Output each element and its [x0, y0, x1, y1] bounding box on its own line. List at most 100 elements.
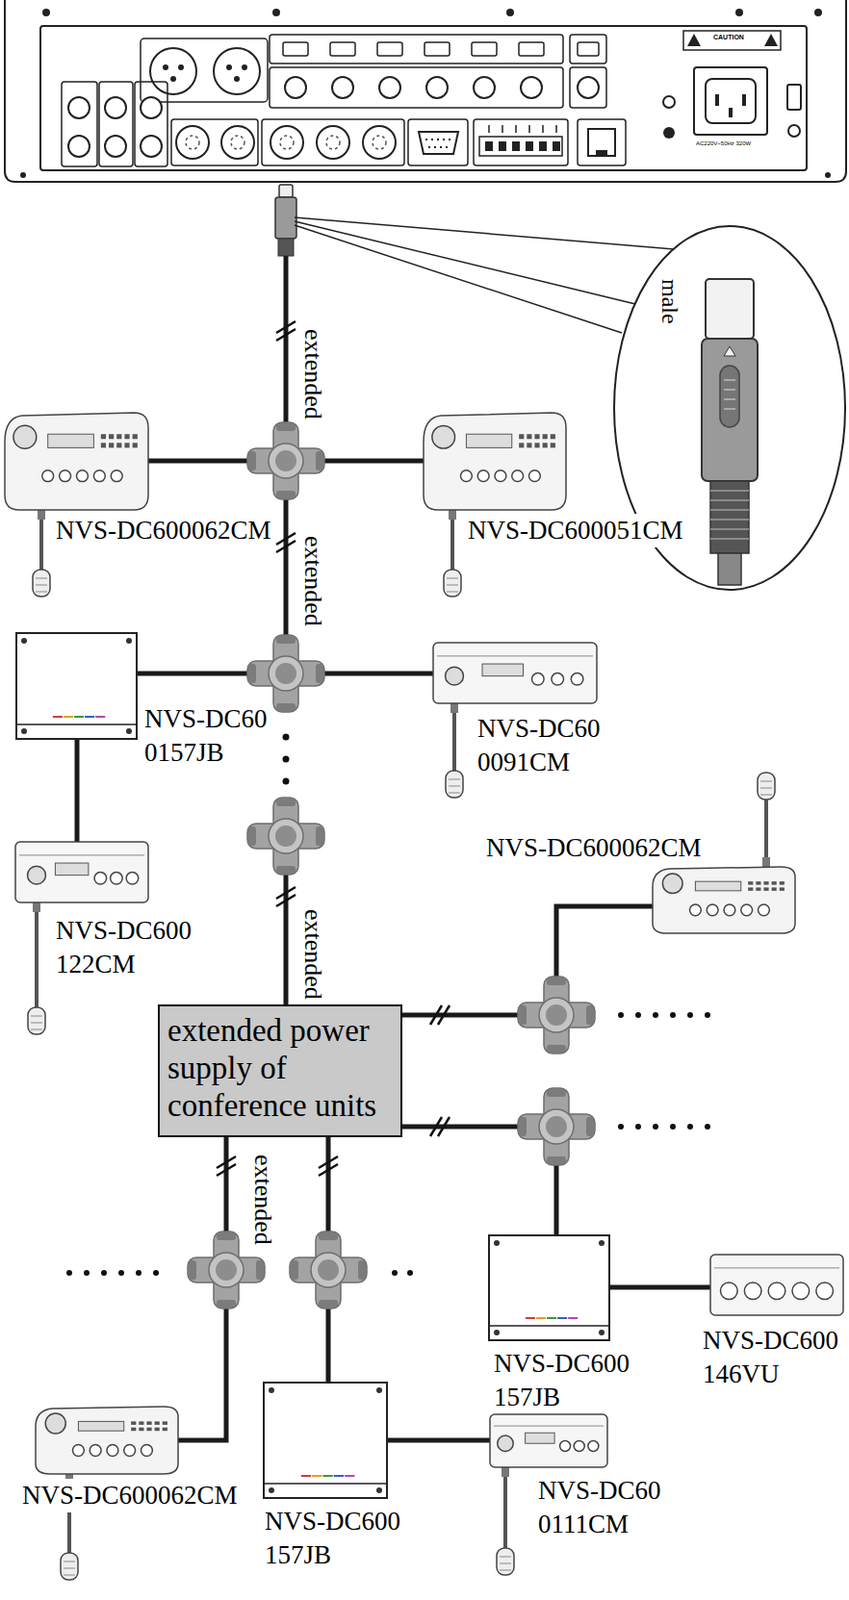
- keypad-key: [154, 1428, 160, 1433]
- aux-group: [569, 67, 607, 108]
- keypad-key: [747, 887, 753, 891]
- screw: [493, 1240, 500, 1247]
- rca-socket: [104, 97, 127, 119]
- cable-break-mark: [318, 1157, 338, 1177]
- dot: [652, 1012, 659, 1019]
- screw: [598, 1240, 605, 1247]
- screw: [376, 1488, 383, 1494]
- unit-button: [723, 904, 736, 917]
- label-patch: NVS-DC60 0157JB: [142, 702, 273, 771]
- indicator-stripe: [52, 716, 63, 719]
- junction-box-illustration: [17, 634, 136, 739]
- terminal-screws: [485, 141, 561, 152]
- unit-top-strip: [714, 1267, 840, 1269]
- cable-label: extended: [300, 536, 326, 627]
- rear-panel: [40, 25, 807, 171]
- unit-body: [15, 842, 149, 903]
- serial-group: [408, 119, 468, 166]
- rca-socket: [104, 135, 127, 157]
- din-pins: [231, 135, 245, 150]
- connector-gender-label: male: [658, 279, 682, 325]
- microphone-grille: [63, 1562, 76, 1576]
- unit-button: [124, 1445, 136, 1458]
- unit-illustration: [15, 842, 149, 903]
- cable-connector: [387, 1439, 490, 1444]
- keypad-key: [162, 1421, 168, 1426]
- label-patch: NVS-DC60 0111CM: [536, 1474, 667, 1543]
- xlr-socket: [150, 48, 197, 95]
- unit-label: NVS-DC600062CM: [22, 1479, 238, 1514]
- power-supply-box: extended power supply of conference unit…: [157, 1004, 403, 1138]
- keypad-key: [763, 881, 769, 885]
- unit-button: [110, 470, 123, 483]
- xlr-pin: [241, 64, 248, 71]
- conference-unit: NVS-DC60 0111CM: [489, 1415, 608, 1468]
- dot: [153, 1270, 159, 1277]
- screw: [126, 728, 132, 735]
- screw: [493, 1330, 500, 1337]
- label-patch: NVS-DC600062CM: [53, 514, 274, 548]
- cable: [402, 1013, 520, 1019]
- box-edge: [17, 723, 136, 726]
- unit-illustration: [652, 867, 796, 934]
- microphone-grille: [30, 1016, 43, 1030]
- keypad-key: [124, 442, 129, 448]
- keypad-key: [146, 1421, 152, 1426]
- unit-display: [465, 434, 512, 448]
- microphone-grille: [499, 1557, 512, 1571]
- cable: [556, 906, 653, 979]
- conference-unit: NVS-DC600062CM: [4, 412, 149, 511]
- cable-break-mark: [276, 533, 296, 553]
- dot: [118, 1270, 125, 1277]
- plug-strain-relief: [278, 238, 294, 257]
- keypad-key: [132, 434, 138, 439]
- keypad-key: [162, 1428, 168, 1433]
- keypad-key: [130, 1428, 136, 1433]
- bnc-socket: [473, 77, 495, 99]
- cable: [137, 671, 250, 677]
- db9-socket: [418, 131, 459, 155]
- cable: [326, 1137, 332, 1235]
- indicator-stripe: [557, 1317, 567, 1320]
- dot: [101, 1270, 107, 1277]
- keypad-key: [526, 442, 532, 448]
- unit-label: NVS-DC600062CM: [55, 514, 272, 548]
- terminal-group: [473, 119, 568, 166]
- power-inlet-pins: [717, 94, 745, 118]
- keypad-key: [124, 434, 129, 439]
- grip-ribs: [723, 380, 736, 410]
- keypad-key: [550, 442, 556, 448]
- microphone-head: [27, 1007, 46, 1035]
- rca-socket: [68, 97, 90, 119]
- unit-body: [423, 412, 566, 511]
- cable: [148, 459, 250, 464]
- strain-relief-ribs: [710, 490, 749, 540]
- unit-body: [433, 643, 597, 704]
- unit-button: [689, 904, 701, 917]
- rj45-latch: [595, 150, 608, 156]
- dot: [617, 1012, 624, 1019]
- keypad-key: [779, 881, 785, 885]
- indicator-stripe: [334, 1475, 344, 1478]
- unit-body: [652, 867, 796, 934]
- din-pins: [372, 135, 386, 150]
- strain-relief-enlarged: [710, 481, 749, 554]
- keypad-key: [526, 434, 532, 439]
- unit-button: [706, 904, 719, 917]
- orientation-arrow: [723, 346, 736, 357]
- unit-illustration: [4, 412, 149, 511]
- junction-box: NVS-DC60 0157JB: [15, 632, 138, 741]
- xlr-pin: [178, 64, 184, 71]
- unit-display: [48, 434, 95, 448]
- rca-socket: [140, 135, 162, 157]
- indicator-stripe: [536, 1317, 546, 1320]
- screw: [376, 1388, 383, 1394]
- gooseneck-collar: [32, 902, 41, 913]
- keypad-key: [542, 434, 548, 439]
- screw: [21, 638, 27, 644]
- aux-port: [577, 42, 599, 56]
- bnc-socket: [426, 77, 448, 99]
- label-patch: NVS-DC600051CM: [465, 514, 686, 548]
- unit-label: NVS-DC60 0091CM: [477, 712, 604, 780]
- keypad-key: [146, 1428, 152, 1433]
